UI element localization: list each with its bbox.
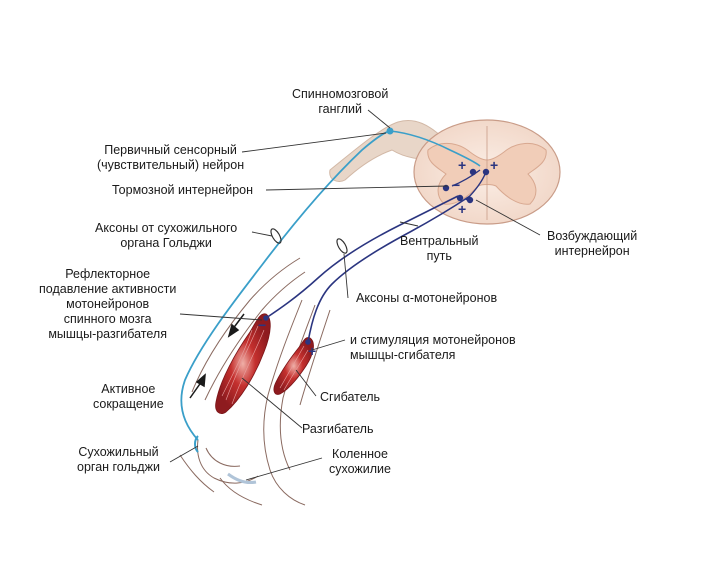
inhibitory-interneuron-path xyxy=(451,169,481,187)
label-inhibitory-interneuron: Тормозной интернейрон xyxy=(112,183,254,197)
label-knee-tendon: Коленное сухожилие xyxy=(329,447,391,476)
label-golgi-axons: Аксоны от сухожильного органа Гольджи xyxy=(95,221,238,250)
plus-sign-2: + xyxy=(490,157,498,173)
knee-tendon-shape xyxy=(227,472,257,484)
interneuron-dot-2 xyxy=(482,168,490,176)
label-flexor-stimulation: и стимуляция мотонейронов мышцы-сгибател… xyxy=(350,333,516,362)
alpha-motor-axon-extensor xyxy=(265,195,459,319)
label-ventral-path: Вентральный путь xyxy=(400,234,479,263)
alpha-motor-axon-flexor xyxy=(307,195,471,343)
label-alpha-axons: Аксоны α-мотонейронов xyxy=(356,291,498,305)
flexor-endplate-dot xyxy=(305,339,311,345)
minus-sign-2: − xyxy=(258,317,266,333)
contraction-arrows xyxy=(189,313,245,399)
leg-outline xyxy=(179,257,331,506)
label-spinal-ganglion: Спинномозговой ганглий xyxy=(292,87,389,116)
label-primary-sensory-neuron: Первичный сенсорный (чувствительный) ней… xyxy=(97,143,245,172)
extensor-endplate-dot xyxy=(263,315,269,321)
leader-lines xyxy=(169,109,541,481)
sensory-cell-body xyxy=(386,127,394,135)
flexor-muscle xyxy=(273,337,314,395)
golgi-tendon-organ xyxy=(194,435,199,453)
sensory-neuron-central xyxy=(389,130,481,167)
label-golgi-organ: Сухожильный орган гольджи xyxy=(77,445,160,474)
extensor-muscle xyxy=(215,313,271,414)
plus-sign-3: + xyxy=(458,201,466,217)
label-excitatory-interneuron: Возбуждающий интернейрон xyxy=(547,229,638,258)
plus-sign-4: + xyxy=(308,343,316,359)
label-reflex-inhibition: Рефлекторное подавление активности мотон… xyxy=(39,267,177,341)
interneuron-dot-1 xyxy=(469,168,477,176)
extensor-fibers xyxy=(221,325,265,405)
synapse-signs: + + − + − + xyxy=(258,157,498,359)
minus-sign-1: − xyxy=(452,177,460,193)
label-extensor: Разгибатель xyxy=(302,422,374,436)
motor-neuron-dot-2 xyxy=(466,196,474,204)
sensory-neuron-axon xyxy=(180,130,391,441)
axon-markers xyxy=(270,228,348,254)
label-flexor: Сгибатель xyxy=(320,390,381,404)
motor-neuron-dot-1 xyxy=(456,194,464,202)
plus-sign-1: + xyxy=(458,157,466,173)
label-active-contraction: Активное сокращение xyxy=(93,382,164,411)
